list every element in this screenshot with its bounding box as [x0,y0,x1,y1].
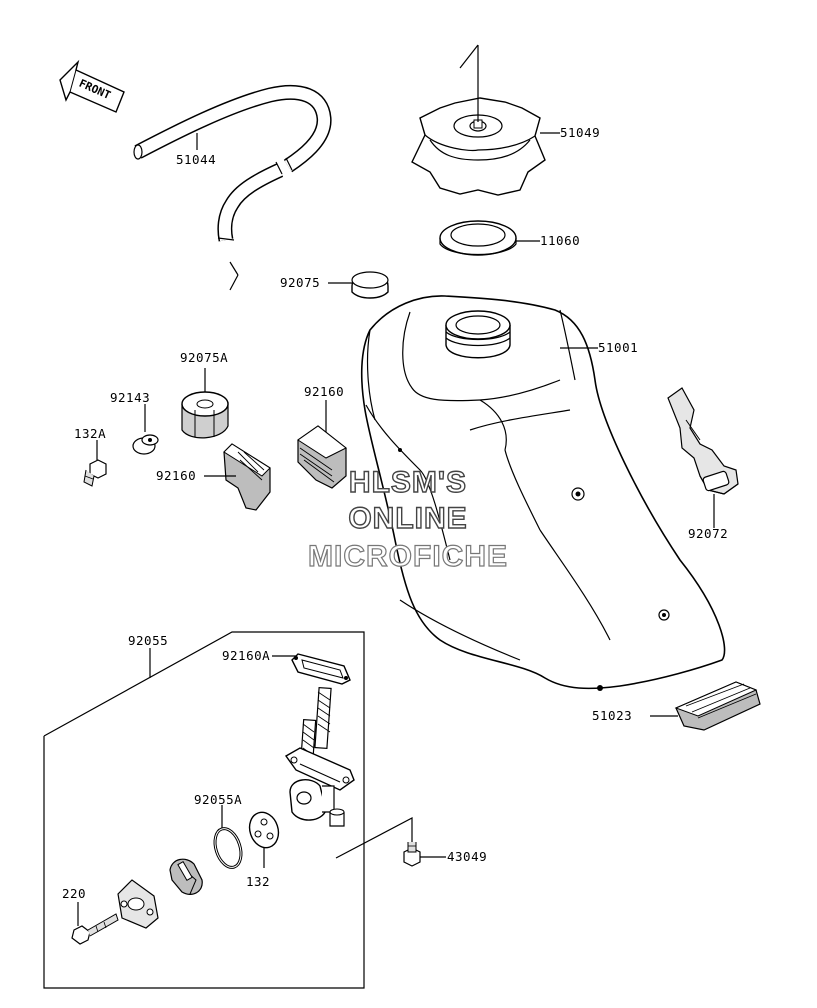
diaphragm-43049[interactable] [245,809,283,852]
fuel-tank-51001[interactable] [360,295,726,691]
rubber-pad-92160A[interactable] [674,681,761,731]
rubber-pad-92160-right[interactable] [297,425,347,489]
fuel-hose-51044[interactable] [133,84,332,242]
part-label-51044[interactable]: 51044 [176,152,216,167]
part-label-92055[interactable]: 92160A [222,648,270,663]
part-label-132A[interactable]: 132A [74,426,106,441]
fuel-cock-lever[interactable] [169,858,203,895]
fuel-cap-51049[interactable] [411,97,546,196]
part-label-92072[interactable]: 92072 [688,526,728,541]
part-label-92055A[interactable]: 92055A [194,792,242,807]
part-label-92143[interactable]: 92143 [110,390,150,405]
part-label-92075[interactable]: 92075 [280,275,320,290]
front-arrow-icon: FRONT [59,59,125,113]
part-label-220[interactable]: 220 [62,886,86,901]
lever-plate[interactable] [117,879,159,929]
watermark-line-1: HLSM'S [349,466,467,499]
gasket-92055[interactable] [291,653,351,685]
part-label-51001[interactable]: 51001 [598,340,638,355]
part-label-51049[interactable]: 51049 [560,125,600,140]
tank-strap-92072[interactable] [667,387,739,495]
part-label-92160-left[interactable]: 92160 [156,468,196,483]
part-label-11060[interactable]: 11060 [540,233,580,248]
part-label-43049[interactable]: 132 [246,874,270,889]
bolt-132[interactable] [403,842,421,867]
part-label-92075A[interactable]: 92075A [180,350,228,365]
watermark-line-2: ONLINE [348,502,467,535]
rubber-pad-92160-left[interactable] [223,443,271,511]
collar-92143[interactable] [132,434,159,455]
screw-220[interactable] [71,913,119,945]
cap-gasket-11060[interactable] [439,220,517,256]
watermark-line-3: MICROFICHE [308,540,508,573]
damper-92075A[interactable] [181,391,229,439]
bolt-132A[interactable] [83,459,107,487]
fuel-cock-body[interactable] [284,687,355,827]
cap-plug-92075[interactable] [351,271,389,299]
part-label-51023[interactable]: 92055 [128,633,168,648]
o-ring-92055A[interactable] [210,825,245,870]
fuel-cock-assembly-box [43,631,365,989]
part-label-132[interactable]: 43049 [447,849,487,864]
part-label-92160A[interactable]: 51023 [592,708,632,723]
part-label-92160-right[interactable]: 92160 [304,384,344,399]
